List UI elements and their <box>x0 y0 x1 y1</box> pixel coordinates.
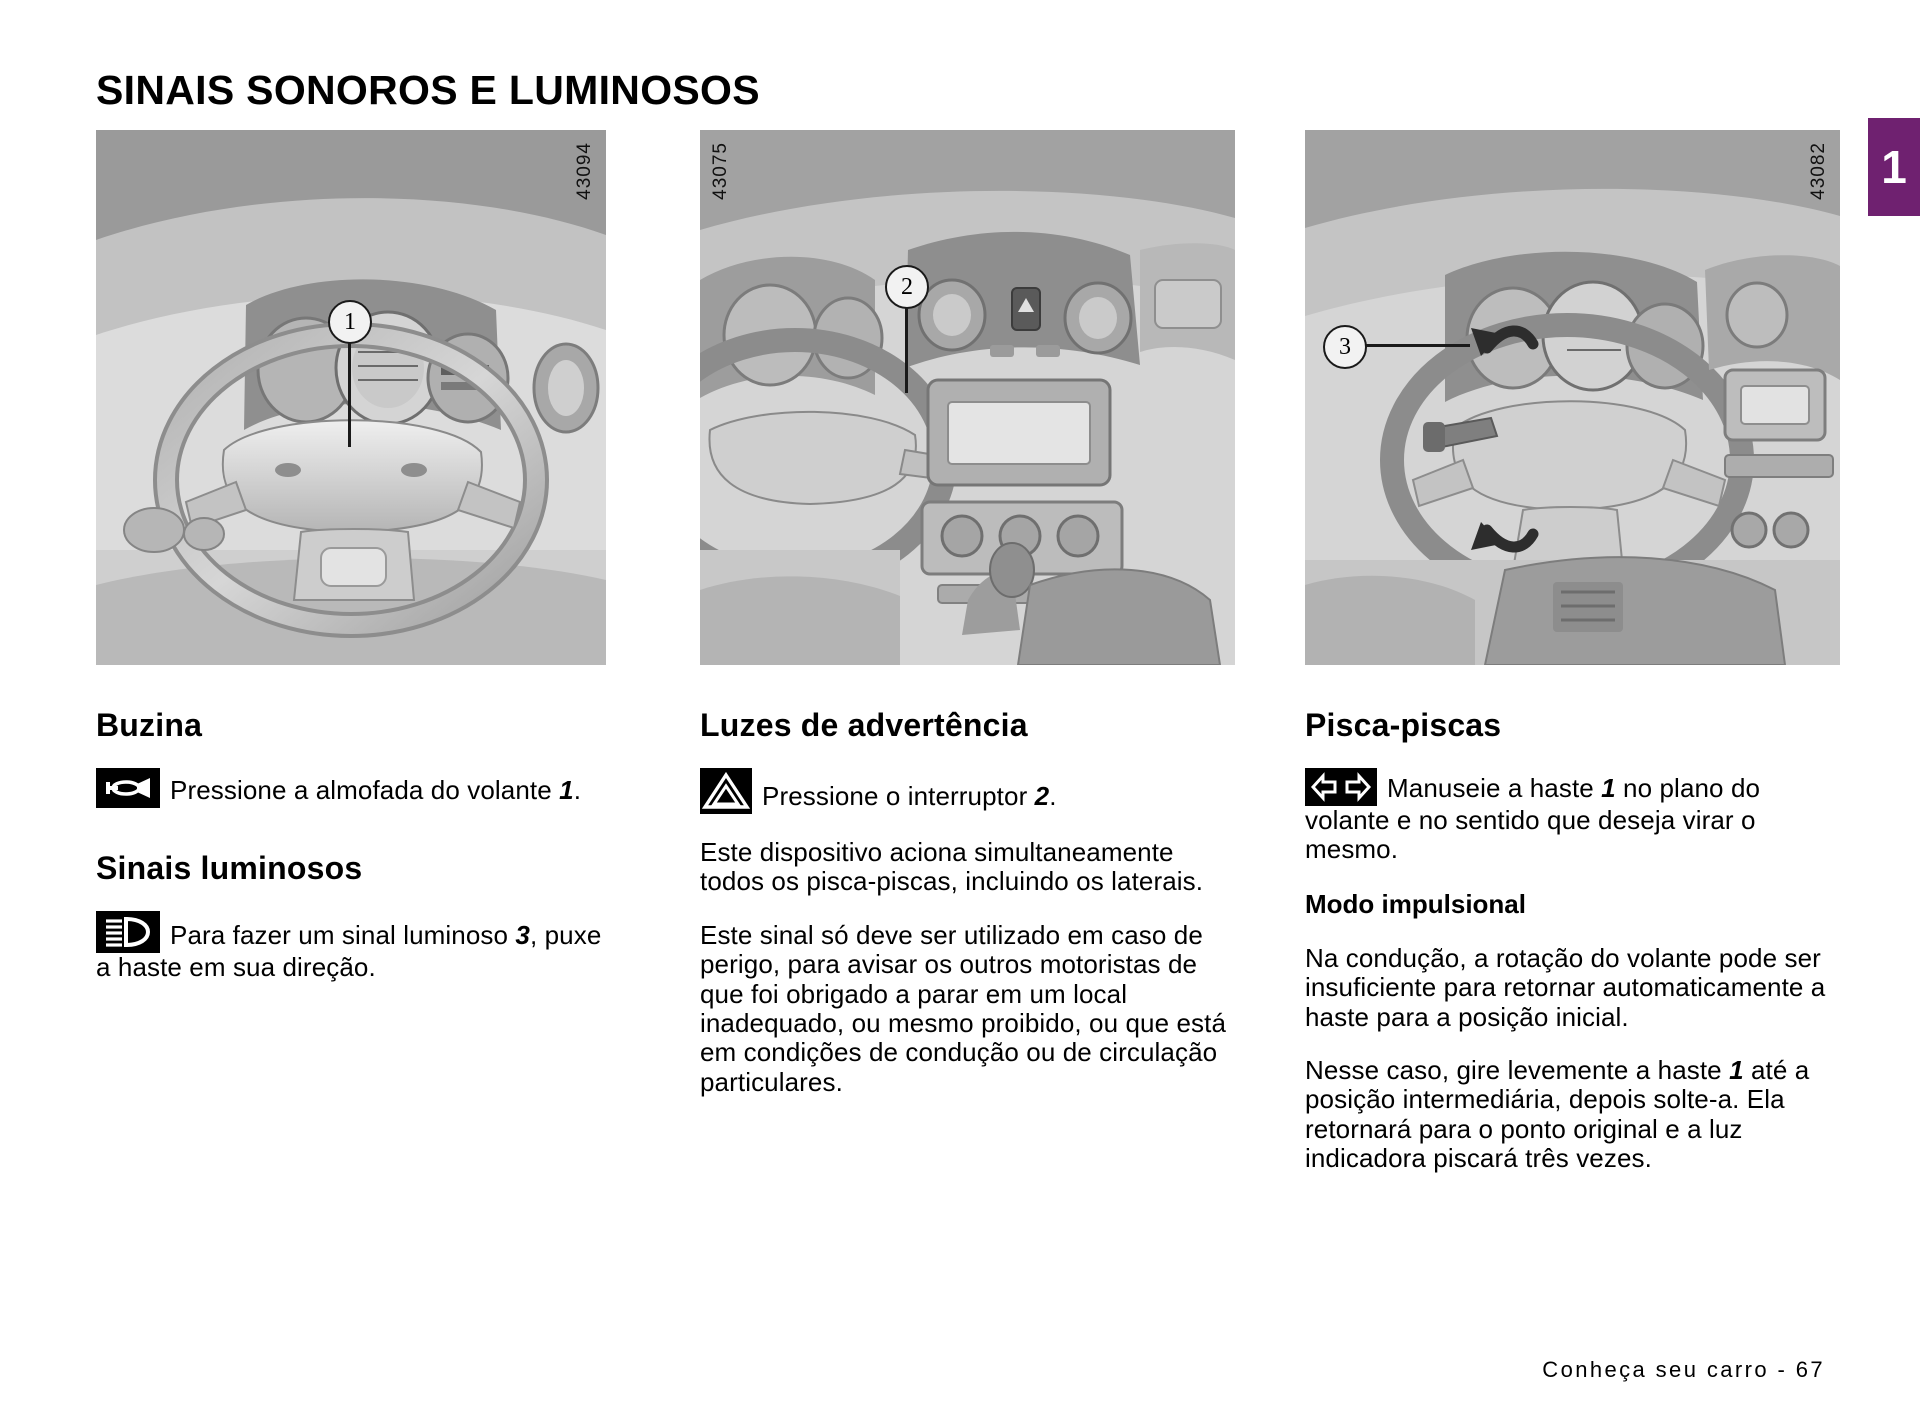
column-1: 43094 1 Buzina Pressione a almofada do v… <box>96 130 606 982</box>
paragraph-impulsional-detail: Nesse caso, gire levemente a haste 1 até… <box>1305 1054 1840 1174</box>
paragraph-hazard: Pressione o interruptor 2. <box>700 768 1235 814</box>
paragraph-impulsional-text-2: até a posição intermediária, depois solt… <box>1305 1054 1810 1173</box>
section-heading-sinais-luminosos: Sinais luminosos <box>96 850 363 886</box>
paragraph-hazard-body-2: Este sinal só deve ser utilizado em caso… <box>700 919 1227 1097</box>
figure-code: 43075 <box>710 142 731 200</box>
callout-leader-line <box>905 305 908 393</box>
paragraph-impulsional-text-1: Nesse caso, gire levemente a haste <box>1305 1054 1730 1085</box>
section-heading-pisca-piscas: Pisca-piscas <box>1305 707 1502 743</box>
subheading-modo-impulsional: Modo impulsional <box>1305 888 1526 919</box>
figure-turn-signal-stalk: 43082 3 <box>1305 130 1840 665</box>
paragraph-horn-ref: 1 <box>559 775 574 805</box>
illustration-turn-signal <box>1305 130 1840 665</box>
paragraph-indicator-ref: 1 <box>1601 773 1616 803</box>
callout-leader-line <box>348 342 351 447</box>
paragraph-indicator-text-1: Manuseie a haste <box>1387 773 1602 803</box>
paragraph-indicator-text-2: no plano do volante e no sentido que des… <box>1305 773 1761 865</box>
illustration-center-console <box>700 130 1235 665</box>
page-footer: Conheça seu carro - 67 <box>1542 1357 1825 1382</box>
figure-code: 43094 <box>574 142 595 200</box>
illustration-steering-wheel <box>96 130 606 665</box>
horn-icon-glyph <box>96 768 160 808</box>
figure-code: 43082 <box>1808 142 1829 200</box>
section-heading-buzina: Buzina <box>96 707 203 743</box>
paragraph-horn: Pressione a almofada do volante 1. <box>96 768 606 808</box>
turn-indicator-icon <box>1305 768 1377 806</box>
paragraph-horn-text-2: . <box>573 775 582 805</box>
paragraph-hazard-text-2: . <box>1049 781 1057 811</box>
figure-callout-3: 3 <box>1323 325 1367 369</box>
turn-indicator-icon-glyph <box>1305 768 1377 806</box>
paragraph-impulsional-body: Na condução, a rotação do volante pode s… <box>1305 942 1826 1032</box>
headlight-flash-icon-glyph <box>96 911 160 953</box>
paragraph-flash-text-2: , puxe a haste em sua direção. <box>96 920 602 982</box>
page-title: SINAIS SONOROS E LUMINOSOS <box>96 67 760 114</box>
column-2: 43075 2 Luzes de advertência Pressione o… <box>700 130 1235 1097</box>
figure-callout-2: 2 <box>885 265 929 309</box>
headlight-flash-icon <box>96 911 160 953</box>
paragraph-horn-text-1: Pressione a almofada do volante <box>170 775 560 805</box>
paragraph-hazard-body-1: Este dispositivo aciona simultaneamente … <box>700 837 1204 897</box>
figure-steering-wheel-horn: 43094 1 <box>96 130 606 665</box>
chapter-tab: 1 <box>1868 118 1920 216</box>
horn-icon <box>96 768 160 808</box>
paragraph-impulsional-ref: 1 <box>1729 1054 1744 1085</box>
paragraph-hazard-ref: 2 <box>1034 781 1050 811</box>
paragraph-indicator: Manuseie a haste 1 no plano do volante e… <box>1305 768 1840 865</box>
paragraph-hazard-text-1: Pressione o interruptor <box>762 781 1035 811</box>
paragraph-flash-ref: 3 <box>515 920 530 950</box>
paragraph-flash-text-1: Para fazer um sinal luminoso <box>170 920 516 950</box>
section-heading-luzes-advertencia: Luzes de advertência <box>700 707 1028 743</box>
hazard-warning-icon-glyph <box>700 768 752 814</box>
callout-leader-line <box>1365 344 1470 347</box>
column-3: 43082 3 Pisca-piscas Manuseie a haste 1 … <box>1305 130 1840 1173</box>
figure-callout-1: 1 <box>328 300 372 344</box>
figure-hazard-switch: 43075 2 <box>700 130 1235 665</box>
hazard-warning-icon <box>700 768 752 814</box>
paragraph-headlight-flash: Para fazer um sinal luminoso 3, puxe a h… <box>96 911 606 982</box>
